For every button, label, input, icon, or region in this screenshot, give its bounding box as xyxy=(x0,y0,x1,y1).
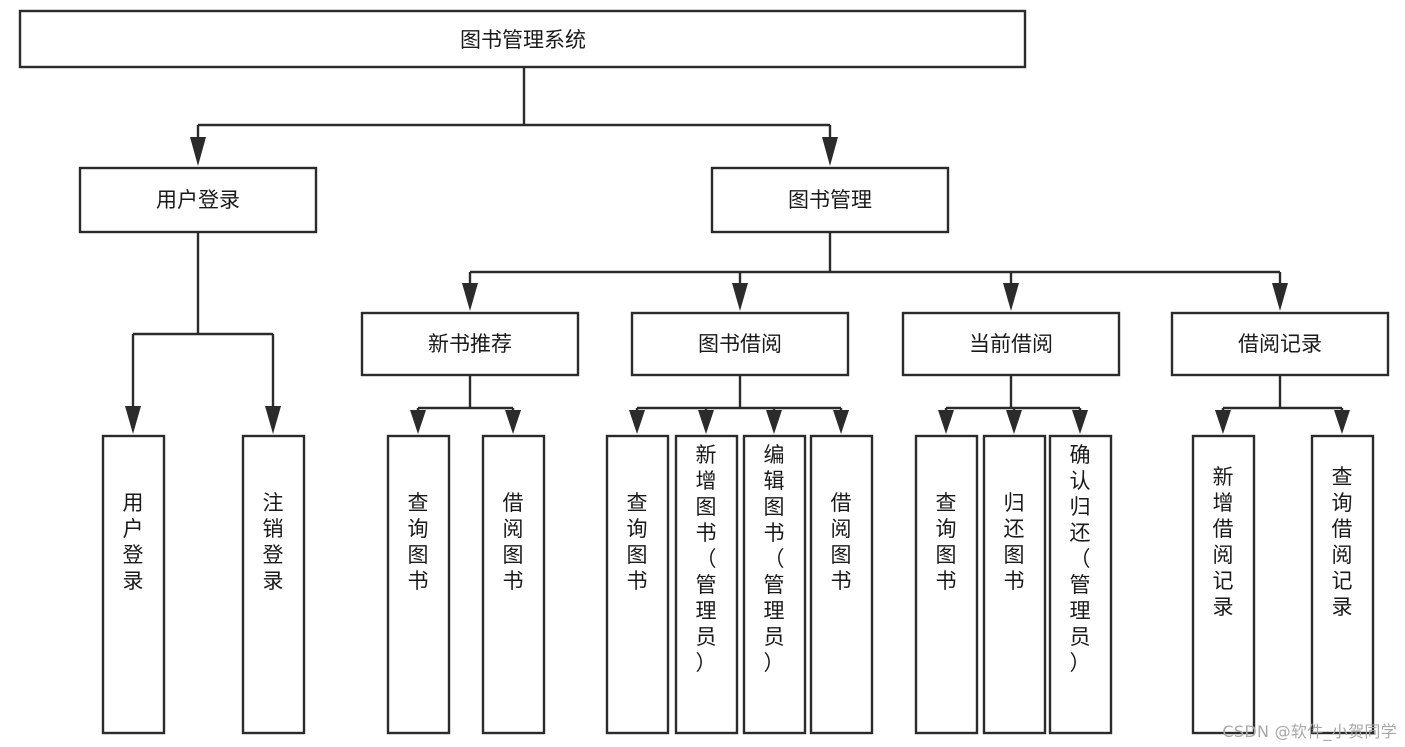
node-borrow-record-label: 借阅记录 xyxy=(1238,332,1322,356)
node-leaf-edit-book[interactable]: 编辑图书（管理员） xyxy=(742,434,807,735)
arrow-head-icon xyxy=(938,410,954,434)
node-new-book-recommend-label: 新书推荐 xyxy=(428,332,512,356)
node-root-label: 图书管理系统 xyxy=(460,28,586,52)
node-current-borrow[interactable]: 当前借阅 xyxy=(901,311,1121,377)
arrow-head-icon xyxy=(732,283,748,311)
node-user-login[interactable]: 用户登录 xyxy=(78,166,318,234)
connector-root-to-level2 xyxy=(190,67,838,166)
connector-currentborrow-to-leaves xyxy=(938,375,1088,434)
connector-borrowrecord-to-leaves xyxy=(1215,375,1350,434)
arrow-head-icon xyxy=(1006,410,1022,434)
node-leaf-add-borrow-record[interactable]: 新增借阅记录 xyxy=(1191,434,1256,735)
node-leaf-add-book[interactable]: 新增图书（管理员） xyxy=(674,434,739,735)
node-book-management[interactable]: 图书管理 xyxy=(710,166,950,234)
node-leaf-borrow-book-1[interactable]: 借阅图书 xyxy=(481,434,546,735)
node-leaf-confirm-return[interactable]: 确认归还（管理员） xyxy=(1048,434,1113,735)
node-leaf-query-borrow-record-label: 查询借阅记录 xyxy=(1332,465,1353,619)
arrow-head-icon xyxy=(505,410,521,434)
node-borrow-record[interactable]: 借阅记录 xyxy=(1170,311,1390,377)
arrow-head-icon xyxy=(125,406,141,434)
node-leaf-logout-login[interactable]: 注销登录 xyxy=(241,434,306,735)
arrow-head-icon xyxy=(190,137,206,166)
node-leaf-borrow-book-1-label: 借阅图书 xyxy=(503,491,524,593)
node-leaf-query-book-2[interactable]: 查询图书 xyxy=(605,434,670,735)
arrow-head-icon xyxy=(766,410,782,434)
node-user-login-label: 用户登录 xyxy=(156,188,240,212)
arrow-head-icon xyxy=(629,410,645,434)
node-leaf-query-book-3-label: 查询图书 xyxy=(936,491,957,593)
arrow-head-icon xyxy=(833,410,849,434)
node-new-book-recommend[interactable]: 新书推荐 xyxy=(360,311,580,377)
connector-newbook-to-leaves xyxy=(410,375,521,434)
node-book-borrow-label: 图书借阅 xyxy=(698,332,782,356)
arrow-head-icon xyxy=(462,283,478,311)
arrow-head-icon xyxy=(698,410,714,434)
node-leaf-query-book-2-label: 查询图书 xyxy=(627,491,648,593)
node-leaf-borrow-book-2-label: 借阅图书 xyxy=(831,491,852,593)
arrow-head-icon xyxy=(1334,410,1350,434)
node-leaf-edit-book-label: 编辑图书（管理员） xyxy=(764,443,785,675)
arrow-head-icon xyxy=(1003,283,1019,311)
connector-bookmgmt-to-level3 xyxy=(462,232,1288,311)
node-leaf-query-borrow-record[interactable]: 查询借阅记录 xyxy=(1310,434,1375,735)
node-root[interactable]: 图书管理系统 xyxy=(18,9,1027,69)
node-leaf-query-book-1[interactable]: 查询图书 xyxy=(386,434,451,735)
connector-bookborrow-to-leaves xyxy=(629,375,849,434)
node-leaf-confirm-return-label: 确认归还（管理员） xyxy=(1070,443,1091,675)
node-leaf-user-login[interactable]: 用户登录 xyxy=(101,434,166,735)
arrow-head-icon xyxy=(410,410,426,434)
node-leaf-return-book[interactable]: 归还图书 xyxy=(982,434,1047,735)
node-leaf-add-book-label: 新增图书（管理员） xyxy=(696,443,717,675)
node-book-management-label: 图书管理 xyxy=(788,188,872,212)
csdn-watermark: CSDN @软件_小贺同学 xyxy=(1222,722,1397,741)
arrow-head-icon xyxy=(1272,283,1288,311)
node-book-borrow[interactable]: 图书借阅 xyxy=(630,311,850,377)
node-leaf-borrow-book-2[interactable]: 借阅图书 xyxy=(809,434,874,735)
node-leaf-return-book-label: 归还图书 xyxy=(1004,491,1025,593)
node-leaf-query-book-3[interactable]: 查询图书 xyxy=(914,434,979,735)
node-leaf-user-login-label: 用户登录 xyxy=(123,491,144,593)
node-current-borrow-label: 当前借阅 xyxy=(969,332,1053,356)
arrow-head-icon xyxy=(1215,410,1231,434)
connector-userlogin-to-leaves xyxy=(125,232,281,434)
node-leaf-add-borrow-record-label: 新增借阅记录 xyxy=(1213,465,1234,619)
node-leaf-logout-login-label: 注销登录 xyxy=(263,491,284,593)
arrow-head-icon xyxy=(822,137,838,166)
node-leaf-query-book-1-label: 查询图书 xyxy=(408,491,429,593)
arrow-head-icon xyxy=(265,406,281,434)
arrow-head-icon xyxy=(1072,410,1088,434)
